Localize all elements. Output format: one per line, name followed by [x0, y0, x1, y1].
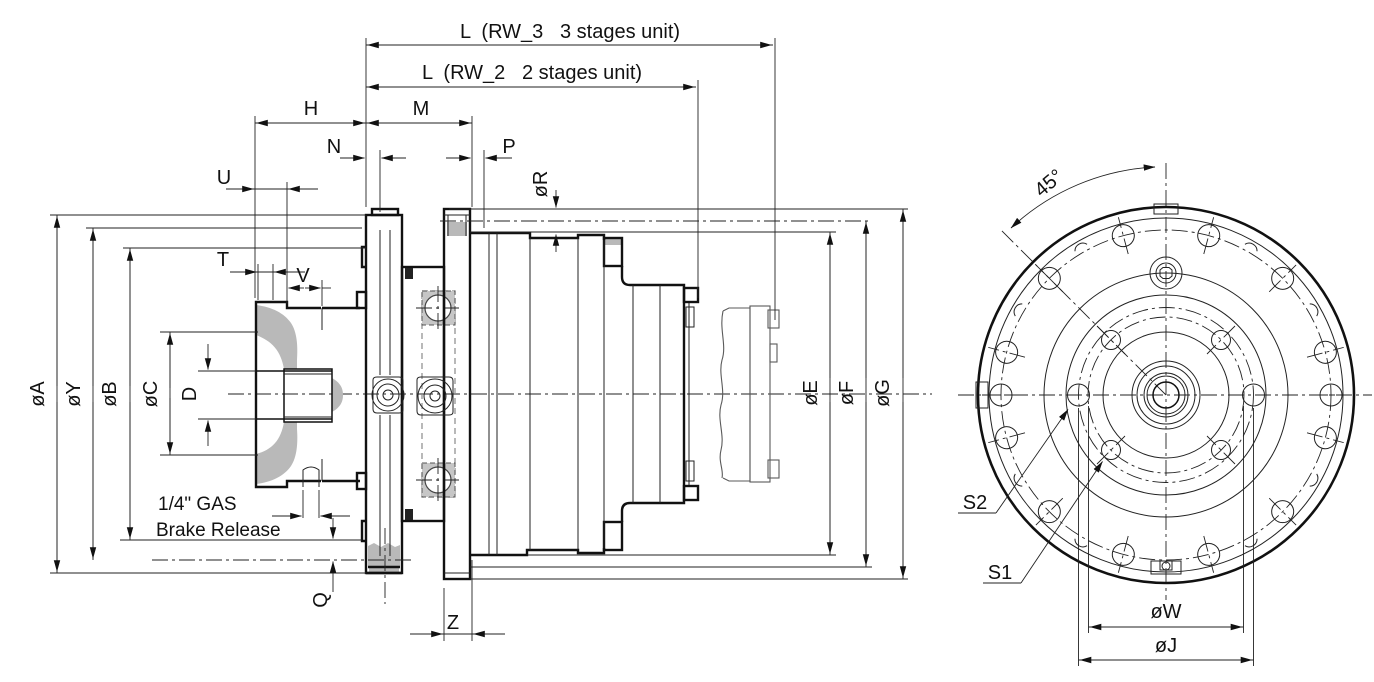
rim-scallops	[1013, 242, 1319, 548]
flange-outer-circle	[976, 205, 1356, 585]
hub-step-circle-2	[1065, 294, 1267, 496]
brake-release-label: Brake Release	[156, 520, 281, 541]
dim-label-A: øA	[27, 381, 49, 407]
outer-bolt-circle	[1000, 229, 1332, 561]
dim-label-N: N	[327, 136, 341, 158]
s1-label: S1	[988, 562, 1012, 584]
front-radial-45	[999, 228, 1167, 396]
front-view: 45° S2 S1 øW øJ	[958, 163, 1372, 666]
dim-label-M: M	[413, 98, 430, 120]
side-dimension-lines	[53, 41, 907, 638]
dim-label-D: D	[179, 387, 201, 401]
s2-holes	[1067, 383, 1265, 407]
side-labels: L (RW_3 3 stages unit) L (RW_2 2 stages …	[27, 21, 894, 634]
dim-label-B: øB	[99, 381, 121, 407]
dim-label-H: H	[304, 98, 318, 120]
dim-label-Y: øY	[63, 381, 85, 407]
front-dimensions	[1078, 406, 1254, 666]
flange-bolt-left	[371, 376, 405, 414]
top-plug	[1149, 256, 1183, 290]
s2-label: S2	[963, 492, 987, 514]
hub-step-circle-1	[1043, 272, 1289, 518]
dim-label-J: øJ	[1155, 635, 1177, 657]
dim-label-Q: Q	[310, 592, 332, 608]
s1-holes	[1096, 325, 1236, 465]
dim-label-L3: L (RW_3 3 stages unit)	[460, 21, 680, 43]
dim-label-T: T	[217, 249, 229, 271]
dim-label-G: øG	[872, 379, 894, 407]
side-details	[152, 220, 872, 604]
housing-bottom-profile	[470, 548, 606, 557]
side-view: L (RW_3 3 stages unit) L (RW_2 2 stages …	[27, 21, 932, 641]
dim-label-L2: L (RW_2 2 stages unit)	[422, 62, 642, 84]
dim-label-F: øF	[836, 381, 858, 405]
hub-circle	[1102, 331, 1230, 459]
angle-dimension	[1010, 164, 1156, 229]
bolt-circle-W	[1087, 316, 1245, 474]
side-extension-lines	[50, 38, 908, 641]
housing-top-profile	[470, 231, 606, 240]
flange-bolt-right	[416, 376, 454, 416]
spline-sleeve	[283, 368, 333, 423]
dim-label-W: øW	[1150, 601, 1181, 623]
side-motor	[719, 305, 780, 483]
dim-label-Z: Z	[447, 612, 459, 634]
front-labels: 45° S2 S1 øW øJ	[963, 165, 1182, 657]
center-bore	[1152, 381, 1180, 409]
dim-label-V: V	[296, 265, 310, 287]
angle-label: 45°	[1030, 165, 1067, 201]
bolt-circle-J	[1078, 307, 1254, 483]
brake-release-port	[302, 466, 320, 487]
dim-label-R: øR	[530, 171, 552, 198]
dim-label-C: øC	[140, 381, 162, 408]
port-size-label: 1/4" GAS	[158, 494, 237, 515]
side-cast-fills	[256, 222, 622, 573]
dim-label-U: U	[217, 167, 231, 189]
motor-break-line	[719, 310, 725, 479]
dim-label-E: øE	[800, 380, 822, 406]
dim-label-P: P	[502, 136, 515, 158]
coupling-outline	[254, 300, 321, 489]
